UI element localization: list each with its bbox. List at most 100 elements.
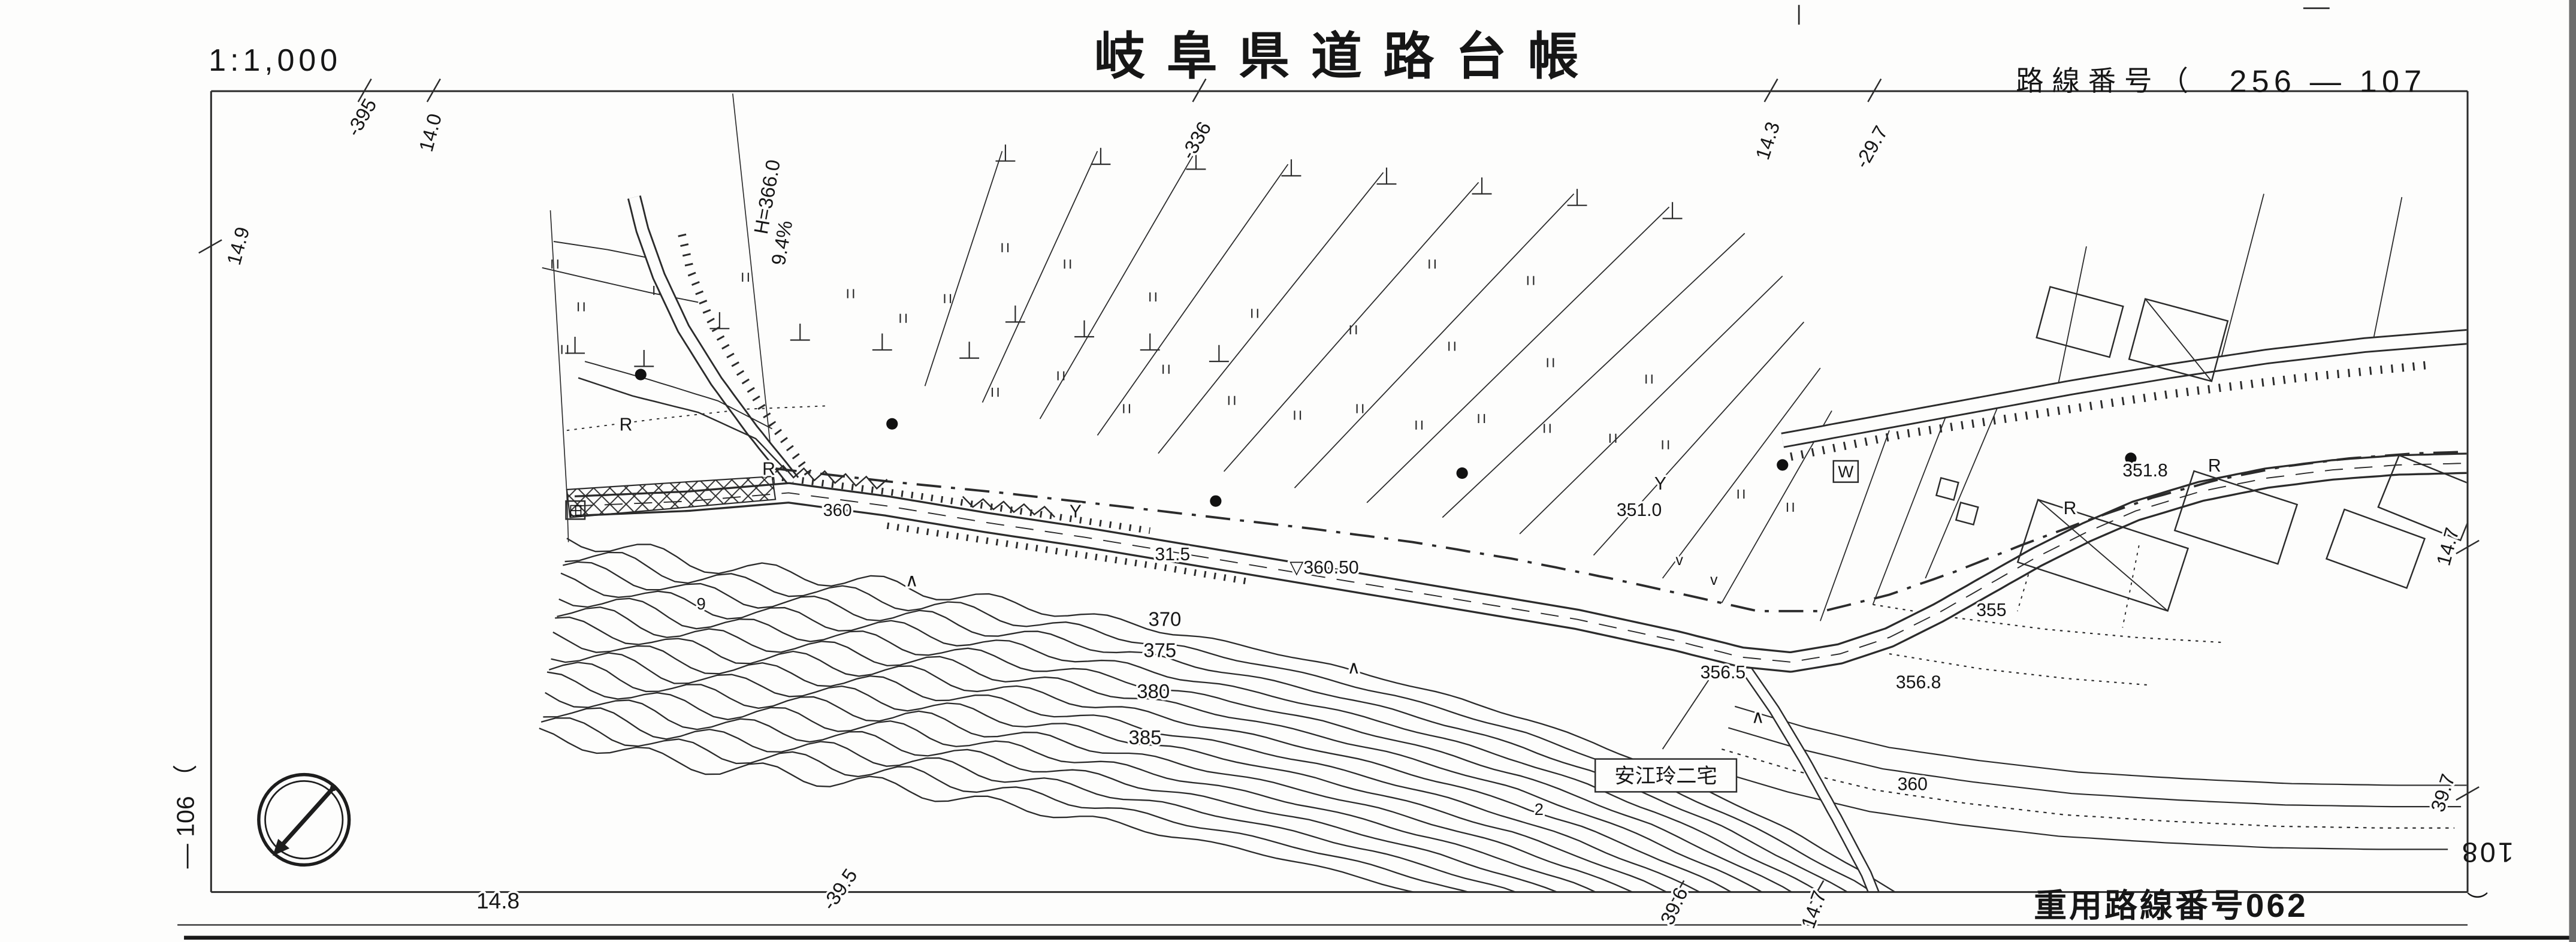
elevation-label: 356.8 [1896, 673, 1941, 693]
contour-label: 380 [1137, 680, 1170, 702]
survey-section-line [2220, 194, 2264, 358]
contour-label: 385 [1129, 726, 1162, 748]
grid-tick [1192, 78, 1207, 102]
contour-line [1734, 705, 2467, 786]
building [2325, 508, 2426, 589]
y-mark-label: Y [1070, 502, 1082, 522]
grid-label: 14.0 [415, 111, 446, 154]
boundary-tee-mark [995, 144, 1016, 162]
grid-tick [2456, 786, 2480, 801]
building-outline [2036, 286, 2124, 358]
road-marking-layer [566, 369, 2467, 663]
north-arrow-compass [257, 772, 351, 867]
access-path [1662, 680, 1710, 750]
building-outline [2377, 454, 2467, 542]
curve-radius-label: R [762, 459, 775, 479]
grass-symbol [742, 273, 749, 282]
grid-tick [1763, 78, 1778, 102]
contour-line [560, 572, 1820, 892]
shed-outline [1955, 502, 1979, 526]
contour-label: 375 [1143, 639, 1176, 662]
contour-line [546, 671, 1596, 892]
contour-line [539, 727, 1414, 892]
rice-field-label: 田 [569, 503, 582, 519]
vegetation-mark: v [1676, 552, 1684, 569]
grass-symbol [899, 313, 907, 323]
survey-section-line [1366, 206, 1670, 503]
grid-label: 14.9 [222, 225, 253, 267]
grass-symbol [1645, 375, 1653, 384]
upper-road-surface [1781, 330, 2467, 446]
survey-point-dot [2125, 452, 2137, 464]
route-number-value: 256 — 107 [2229, 65, 2426, 99]
parcel-line [549, 210, 569, 542]
grass-symbol [1544, 424, 1551, 433]
contour-label: 360 [1898, 775, 1928, 795]
grid-label: -395 [342, 95, 381, 140]
sheet-border-layer [177, 0, 2576, 942]
grid-tick [426, 78, 441, 102]
vegetation-mark: ∧ [905, 571, 919, 591]
boundary-tee-mark [709, 312, 730, 330]
symbols-layer [257, 460, 1859, 867]
grass-symbol [577, 302, 585, 312]
grass-symbol [1001, 243, 1009, 252]
vegetation-mark: v [1710, 572, 1718, 588]
boundary-tee-mark [790, 324, 810, 341]
slope-hachure [676, 225, 812, 476]
grid-tick [1810, 880, 1825, 904]
survey-section-line [2056, 246, 2087, 391]
well-mark-box [1832, 460, 1859, 483]
boundary-tee-mark [1376, 167, 1397, 185]
grid-label: 14.7 [2432, 525, 2463, 567]
grass-symbol [991, 388, 999, 397]
lot-number-label: 9 [696, 594, 705, 613]
y-mark-label: Y [1654, 474, 1666, 494]
page-right-paren: （ [2466, 891, 2490, 913]
contour-line [552, 631, 1700, 892]
map-content-area [539, 93, 2467, 892]
contour-line [540, 717, 1469, 892]
building [2173, 470, 2299, 565]
survey-section-line [1442, 233, 1745, 518]
grass-symbol [944, 294, 952, 303]
boundary-tee-mark [1281, 159, 1301, 177]
contour-line [555, 616, 1732, 892]
contour-lines-layer [539, 538, 2467, 892]
grid-label: 14.8 [476, 888, 520, 913]
building [2016, 499, 2190, 612]
grass-symbol [1737, 489, 1745, 499]
survey-section-line [1872, 413, 1947, 605]
building-outline [2128, 298, 2229, 382]
grass-symbol [1251, 309, 1258, 318]
grass-symbol [1478, 413, 1485, 423]
contour-line [566, 538, 1896, 892]
buildings-layer [1935, 286, 2467, 612]
scale-text: 1:1,000 [209, 43, 342, 78]
boundary-tee-mark [634, 349, 654, 367]
grid-label: -29.7 [1850, 122, 1892, 171]
grass-symbol [1064, 259, 1071, 269]
lot-number-label: 2 [1535, 800, 1544, 819]
contour-line [558, 597, 1792, 892]
driveway-surface [1741, 665, 1878, 892]
contour-line [557, 606, 1762, 892]
contour-line [545, 692, 1557, 892]
survey-point-dot [1777, 459, 1789, 471]
turnout-track [584, 361, 773, 430]
grid-label: 39.7 [2426, 771, 2459, 814]
elevation-label: 356.5 [1701, 663, 1745, 683]
route-number-label: 路線番号（ [2016, 65, 2197, 96]
boundary-tee-mark [959, 342, 980, 359]
grass-symbol [1356, 404, 1364, 413]
survey-point-dot [886, 418, 898, 430]
grid-label: -336 [1176, 117, 1215, 162]
retaining-wall-zigzag [962, 496, 1056, 518]
driveway [1740, 663, 1880, 892]
building-outline [2016, 499, 2190, 612]
survey-section-line [924, 150, 1003, 387]
well-mark-label: W [1838, 462, 1853, 481]
contour-line [1728, 727, 2462, 808]
survey-section-line [1039, 155, 1194, 419]
boundary-tee-mark [1074, 320, 1094, 338]
